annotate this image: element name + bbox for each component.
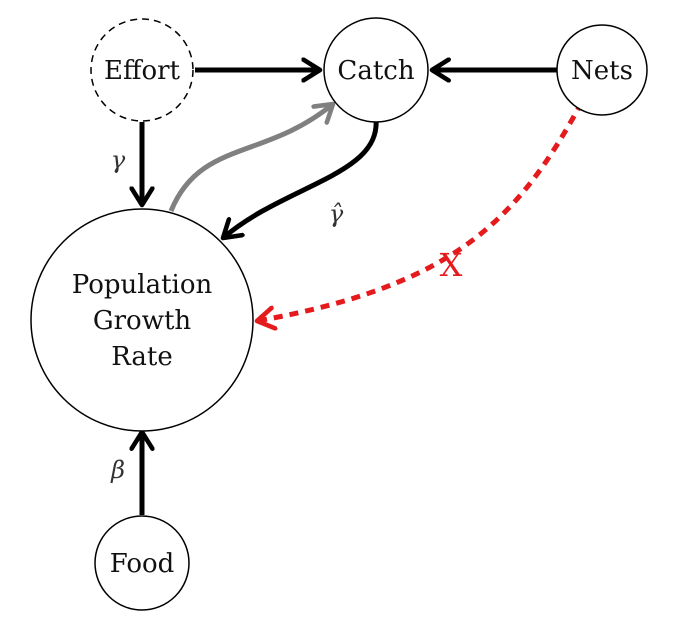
node-population-label-line2: Growth: [93, 306, 192, 336]
node-effort-label: Effort: [104, 56, 181, 86]
node-population-label-line3: Rate: [111, 342, 173, 372]
node-population-label-line1: Population: [72, 270, 213, 300]
node-food: Food: [94, 515, 190, 611]
node-food-label: Food: [110, 549, 175, 579]
label-beta: β: [110, 456, 125, 484]
node-nets: Nets: [556, 24, 648, 116]
label-gamma: γ: [111, 146, 126, 174]
label-blocked-x: X: [440, 246, 463, 284]
node-nets-label: Nets: [571, 56, 633, 86]
edge-nets-to-population-blocked: [257, 100, 585, 321]
node-effort: Effort: [90, 18, 194, 122]
edge-catch-to-population: [223, 119, 379, 238]
edge-population-to-catch: [168, 104, 333, 212]
node-population-growth-rate: Population Growth Rate: [30, 208, 254, 432]
node-catch-label: Catch: [337, 56, 414, 86]
label-gamma-hat: γ̂: [329, 200, 344, 228]
node-catch: Catch: [323, 17, 429, 123]
